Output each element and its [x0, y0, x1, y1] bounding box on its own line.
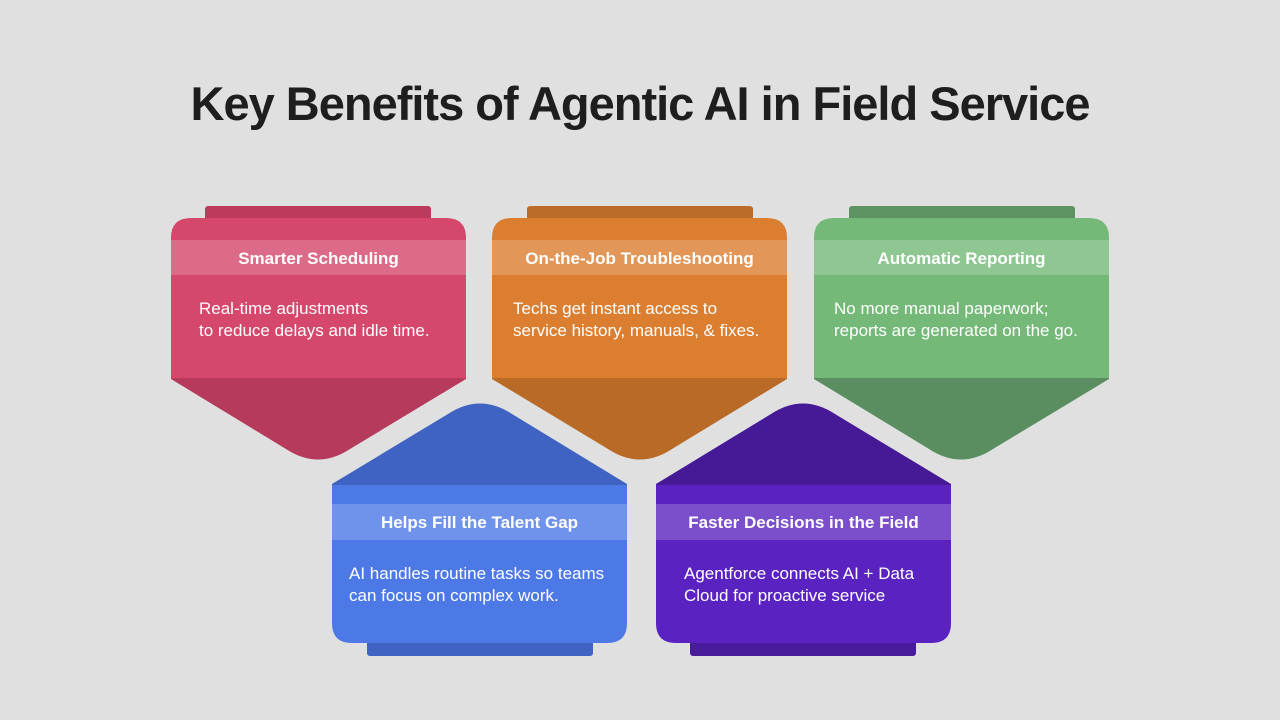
card-header-band [332, 504, 627, 540]
benefit-card-talent-gap: Helps Fill the Talent Gap AI handles rou… [332, 403, 627, 656]
card-body [332, 485, 627, 643]
card-header-band [814, 240, 1109, 275]
card-desc-line-1: Agentforce connects AI + Data [684, 564, 915, 583]
benefit-card-smarter-scheduling: Smarter Scheduling Real-time adjustments… [171, 206, 466, 460]
card-title: On-the-Job Troubleshooting [525, 249, 754, 268]
card-point [656, 403, 951, 487]
card-desc-line-2: can focus on complex work. [349, 586, 559, 605]
card-title: Smarter Scheduling [238, 249, 399, 268]
card-point [171, 376, 466, 460]
card-desc-line-2: to reduce delays and idle time. [199, 321, 430, 340]
benefit-card-automatic-reporting: Automatic Reporting No more manual paper… [814, 206, 1109, 460]
card-body [492, 218, 787, 378]
card-header-band [171, 240, 466, 275]
card-desc-line-1: No more manual paperwork; [834, 299, 1048, 318]
card-desc-line-1: AI handles routine tasks so teams [349, 564, 604, 583]
benefit-card-faster-decisions: Faster Decisions in the Field Agentforce… [656, 403, 951, 656]
card-title: Helps Fill the Talent Gap [381, 513, 578, 532]
card-point [332, 403, 627, 487]
card-title: Automatic Reporting [877, 249, 1045, 268]
card-body [814, 218, 1109, 378]
card-body [656, 485, 951, 643]
card-header-band [656, 504, 951, 540]
page-title: Key Benefits of Agentic AI in Field Serv… [190, 77, 1091, 130]
card-point [814, 376, 1109, 460]
card-point [492, 376, 787, 460]
card-desc-line-1: Real-time adjustments [199, 299, 368, 318]
card-title: Faster Decisions in the Field [688, 513, 919, 532]
card-header-band [492, 240, 787, 275]
benefit-card-troubleshooting: On-the-Job Troubleshooting Techs get ins… [492, 206, 787, 460]
card-desc-line-2: reports are generated on the go. [834, 321, 1078, 340]
card-body [171, 218, 466, 378]
card-desc-line-2: service history, manuals, & fixes. [513, 321, 759, 340]
card-desc-line-2: Cloud for proactive service [684, 586, 885, 605]
card-desc-line-1: Techs get instant access to [513, 299, 717, 318]
